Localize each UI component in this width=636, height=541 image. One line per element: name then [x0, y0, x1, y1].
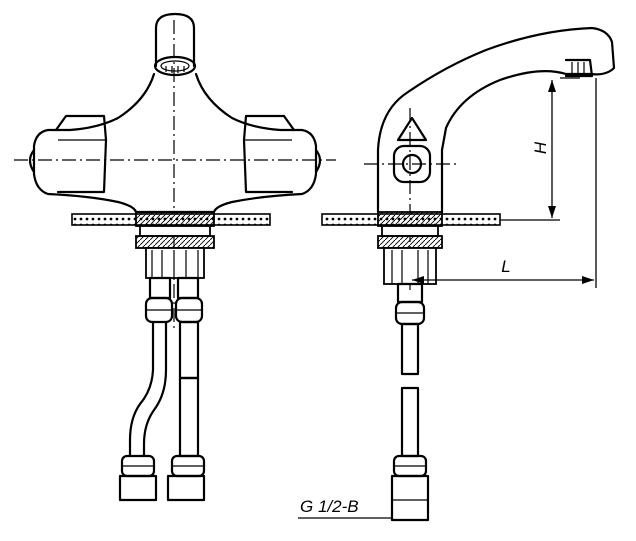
dimension-h — [500, 77, 580, 221]
thread-spec-label: G 1/2-B — [300, 497, 359, 516]
front-left-hose — [118, 276, 174, 502]
front-mount-thread — [135, 211, 215, 279]
dimension-l — [412, 78, 597, 288]
front-spout-nozzle — [153, 12, 197, 77]
side-spout — [376, 26, 616, 214]
front-view — [14, 12, 336, 502]
front-left-handle — [28, 114, 108, 194]
front-right-handle — [242, 114, 322, 194]
side-handle-hub — [392, 144, 432, 184]
side-supply-hose — [390, 282, 430, 522]
side-spout-aerator — [564, 58, 594, 78]
dimension-h-label: H — [531, 141, 550, 154]
side-view: H L G 1/2-B — [298, 26, 616, 522]
side-handle-lever — [396, 116, 428, 142]
side-mount-thread — [377, 211, 443, 285]
front-right-hose — [166, 276, 206, 502]
dimension-l-label: L — [501, 257, 510, 276]
